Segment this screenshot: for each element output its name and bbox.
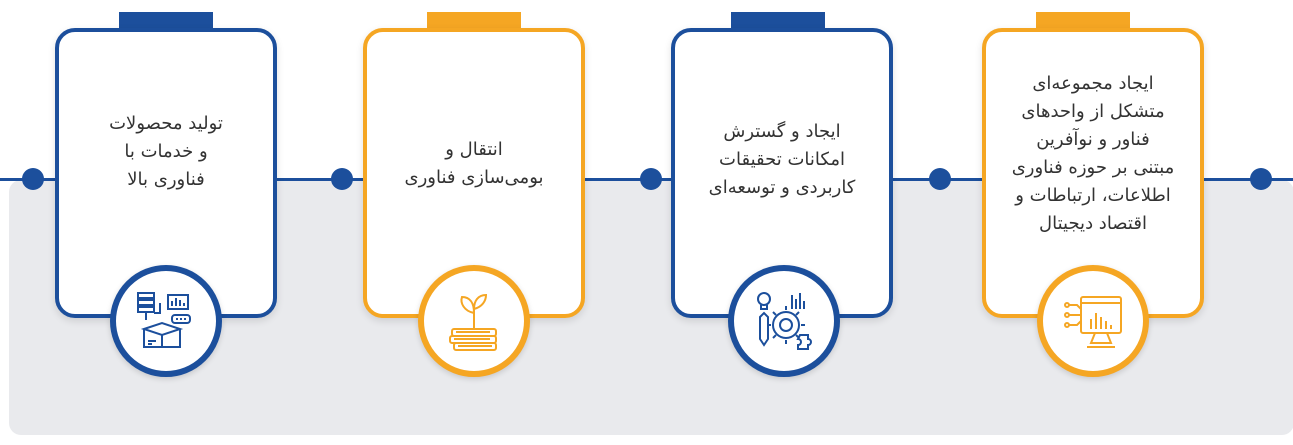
research-gear-icon (757, 292, 812, 350)
card-text: ایجاد مجموعه‌ای متشکل از واحدهای فناور و… (1011, 73, 1175, 234)
card-text: انتقال و بومی‌سازی فناوری (404, 139, 544, 188)
card-text: تولید محصولات و خدمات با فناوری بالا (109, 113, 223, 190)
card-icon-circle (110, 265, 222, 377)
products-box-icon (137, 292, 191, 348)
card-text: ایجاد و گسترش امکانات تحقیقات کاربردی و … (708, 121, 856, 198)
timeline-dot (1250, 168, 1272, 190)
plant-books-icon (449, 293, 497, 351)
timeline-dot (929, 168, 951, 190)
timeline-dot (331, 168, 353, 190)
card-icon-circle (728, 265, 840, 377)
card-icon-circle (1037, 265, 1149, 377)
digital-monitor-icon (1064, 296, 1122, 348)
timeline-dot (640, 168, 662, 190)
card-icon-circle (418, 265, 530, 377)
timeline-dot (22, 168, 44, 190)
card-high-tech-products: تولید محصولات و خدمات با فناوری بالا (55, 28, 277, 318)
